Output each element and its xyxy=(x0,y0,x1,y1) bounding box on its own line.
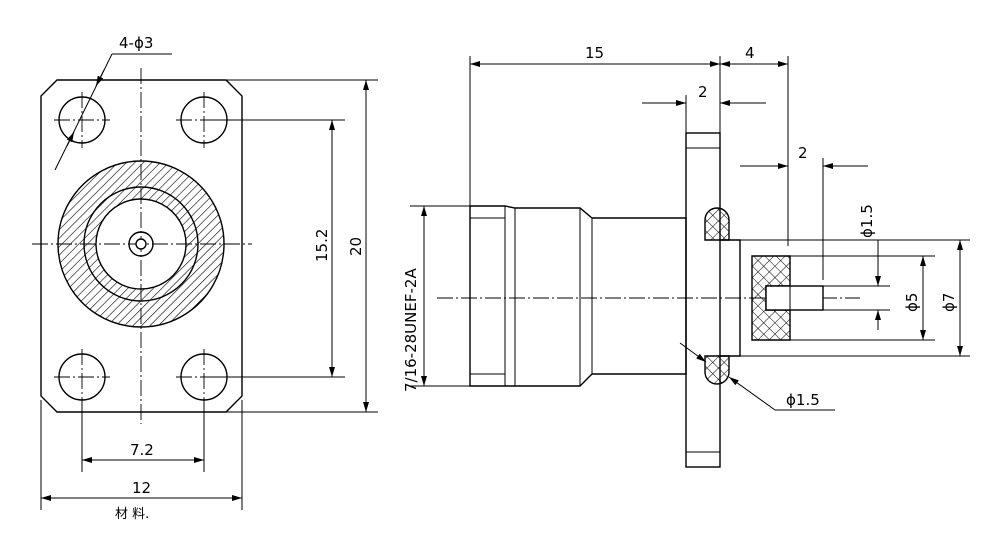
solder-bead-bottom xyxy=(704,355,730,385)
rear-section xyxy=(720,239,741,357)
dim-20: 20 xyxy=(347,237,365,256)
dim-4: 4 xyxy=(745,44,755,62)
material-note: 材 料. xyxy=(115,507,149,522)
dielectric-ring xyxy=(57,160,225,328)
threaded-body xyxy=(469,205,687,387)
contact-pin xyxy=(765,285,824,311)
mounting-holes xyxy=(54,92,232,405)
dim-15: 15 xyxy=(585,44,604,62)
dim-7-2: 7.2 xyxy=(130,441,154,459)
side-view: 15 4 2 2 7/16-28UNEF-2A ϕ1.5 ϕ5 xyxy=(402,44,970,468)
dim-phi7: ϕ7 xyxy=(940,293,958,312)
center-pin xyxy=(135,238,147,250)
dim-12: 12 xyxy=(132,479,151,497)
side-flange xyxy=(685,132,721,468)
thread-spec: 7/16-28UNEF-2A xyxy=(402,268,420,392)
dim-phi1-5-top: ϕ1.5 xyxy=(858,204,876,238)
dim-2-pin: 2 xyxy=(798,144,808,162)
dim-2-flange: 2 xyxy=(698,83,708,101)
dim-phi5: ϕ5 xyxy=(903,293,921,312)
dim-15-2: 15.2 xyxy=(313,229,331,262)
solder-bead-top xyxy=(704,207,730,241)
hole-callout: 4-ϕ3 xyxy=(119,34,153,52)
front-view: 4-ϕ3 15.2 20 7.2 12 材 料. xyxy=(32,34,378,522)
dim-phi1-5-bottom: ϕ1.5 xyxy=(786,391,820,409)
socket-outer-circle xyxy=(83,186,199,302)
socket-inner-circle xyxy=(128,231,154,257)
